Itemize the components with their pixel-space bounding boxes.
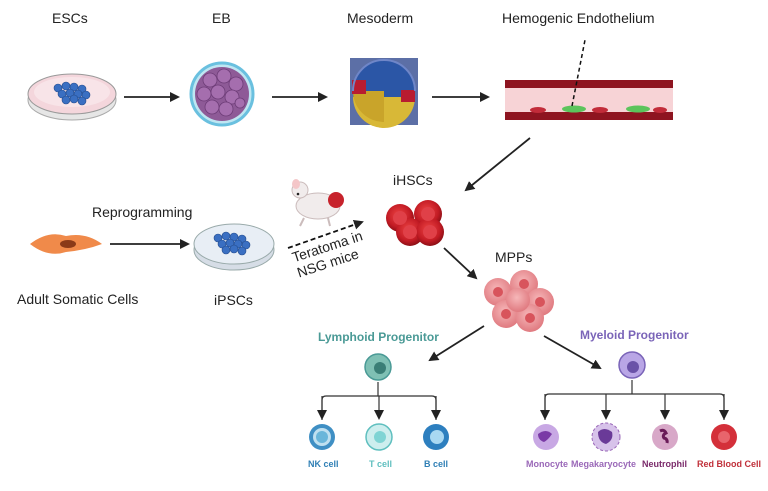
mesoderm-icon xyxy=(350,58,418,128)
b-cell-icon xyxy=(423,424,449,450)
myeloid-tree xyxy=(544,380,725,420)
vessel-icon xyxy=(505,39,673,120)
label-eb: EB xyxy=(212,10,231,26)
label-monocyte: Monocyte xyxy=(526,459,569,469)
myeloid-progenitor-icon xyxy=(618,351,646,379)
label-t-cell: T cell xyxy=(369,459,393,469)
nk-cell-icon xyxy=(309,424,335,450)
red-blood-cell-icon xyxy=(711,424,737,450)
monocyte-icon xyxy=(533,424,559,450)
ipscs-dish-icon xyxy=(193,223,275,271)
label-ihscs: iHSCs xyxy=(393,172,433,188)
escs-dish-icon xyxy=(27,73,117,121)
megakaryocyte-icon xyxy=(591,422,621,452)
fibroblast-icon xyxy=(30,234,102,254)
label-ipscs: iPSCs xyxy=(214,292,253,308)
mouse-icon xyxy=(291,179,344,227)
label-myeloid-progenitor: Myeloid Progenitor xyxy=(580,328,689,342)
arrow-mpps-myeloid xyxy=(543,335,602,369)
label-hemogenic-endothelium: Hemogenic Endothelium xyxy=(502,10,655,26)
label-adult-somatic-cells: Adult Somatic Cells xyxy=(17,291,139,307)
arrow-mpps-lymphoid xyxy=(428,325,485,362)
arrow-ihscs-mpps xyxy=(443,247,478,280)
label-escs: ESCs xyxy=(52,10,88,26)
label-red-blood-cell: Red Blood Cell xyxy=(697,459,762,469)
eb-icon xyxy=(189,61,255,127)
t-cell-icon xyxy=(365,423,393,451)
neutrophil-icon xyxy=(652,424,678,450)
label-reprogramming: Reprogramming xyxy=(92,204,193,220)
ihscs-icon xyxy=(386,200,444,246)
label-lymphoid-progenitor: Lymphoid Progenitor xyxy=(318,330,439,344)
label-neutrophil: Neutrophil xyxy=(642,459,687,469)
label-b-cell: B cell xyxy=(424,459,449,469)
label-mpps: MPPs xyxy=(495,249,533,265)
label-megakaryocyte: Megakaryocyte xyxy=(571,459,637,469)
label-nk-cell: NK cell xyxy=(308,459,339,469)
mpps-icon xyxy=(484,270,554,332)
lymphoid-progenitor-icon xyxy=(364,353,392,381)
arrow-endothelium-ihscs xyxy=(464,137,531,192)
label-mesoderm: Mesoderm xyxy=(347,10,414,26)
arrow-teratoma xyxy=(287,219,364,249)
